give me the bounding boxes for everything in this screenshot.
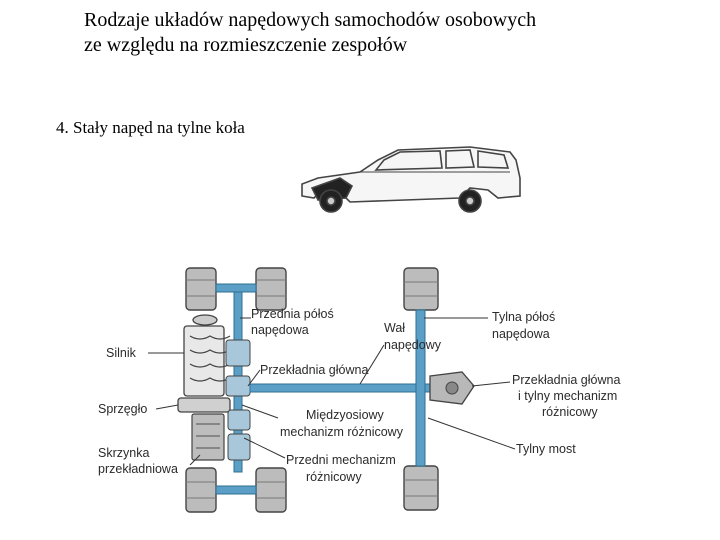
front-drive-line [225,291,251,473]
label-skrzynka-2: przekładniowa [98,462,178,476]
rear-axle-wheel-bottom [403,465,439,511]
rear-half-shaft-left [215,485,257,495]
title-line-2: ze względu na rozmieszczenie zespołów [84,34,408,56]
label-miedzyosiowy-2: mechanizm różnicowy [280,425,404,439]
page-title: Rodzaje układów napędowych samochodów os… [84,8,704,58]
label-przednia-polos-2: napędowa [251,323,309,337]
leader-lines [148,317,516,466]
label-wal-1: Wał [384,321,405,335]
label-przekladnia-glowna: Przekładnia główna [260,363,368,377]
label-sprzeglo: Sprzęgło [98,402,147,416]
rear-axle-wheel-top [403,267,439,311]
label-skrzynka-1: Skrzynka [98,446,149,460]
title-line-1: Rodzaje układów napędowych samochodów os… [84,9,537,31]
section-subtitle: 4. Stały napęd na tylne koła [56,118,245,137]
front-right-wheel [255,267,287,311]
label-tylna-polos-1: Tylna półoś [492,310,555,324]
rear-right-wheel [255,467,287,513]
front-half-shaft [215,283,257,293]
label-przedni-mech-2: różnicowy [306,470,362,484]
label-miedzyosiowy-1: Międzyosiowy [306,408,385,422]
rear-differential [429,371,475,405]
rear-left-wheel [185,467,217,513]
label-przednia-polos-1: Przednia półoś [251,307,334,321]
propeller-shaft [249,383,431,393]
rear-axle-shaft [415,309,426,467]
label-silnik: Silnik [106,346,137,360]
label-tylna-przekladnia-1: Przekładnia główna [512,373,620,387]
gearbox [191,413,225,461]
label-tylna-polos-2: napędowa [492,327,550,341]
label-przedni-mech-1: Przedni mechanizm [286,453,396,467]
engine [183,314,231,397]
front-left-wheel [185,267,217,311]
car-illustration [301,146,521,213]
label-wal-2: napędowy [384,338,442,352]
clutch [177,397,231,413]
label-tylna-przekladnia-2: i tylny mechanizm [518,389,617,403]
label-tylna-przekladnia-3: różnicowy [542,405,598,419]
label-tylny-most: Tylny most [516,442,576,456]
